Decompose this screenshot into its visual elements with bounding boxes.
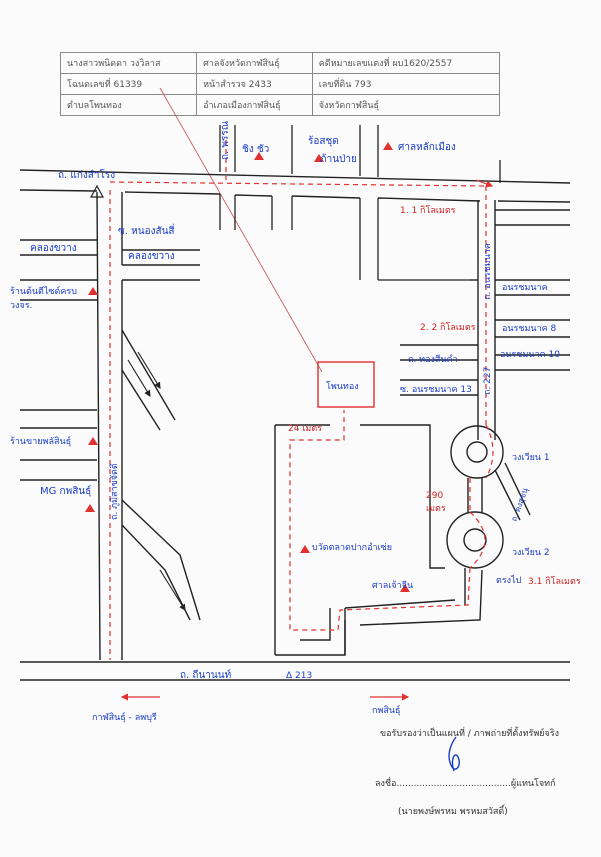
subdistrict-cell: ตำบลโพนทอง bbox=[59, 94, 198, 116]
route-arrow bbox=[475, 179, 494, 188]
label-road-227: ถ. 227 bbox=[483, 367, 493, 395]
top-side-roads bbox=[219, 125, 501, 281]
label-plot: โพนทอง bbox=[326, 381, 359, 392]
label-road-right-vertical: ถ. อนรชมนาค bbox=[483, 243, 493, 300]
label-soi-nong-san: ซ. หนองสันสี่ bbox=[118, 223, 175, 237]
label-road-bottom: ถ. ถีนานนท์ bbox=[180, 669, 231, 681]
label-shop-1b: วงจร. bbox=[10, 301, 32, 311]
label-canal-1: คลองขวาง bbox=[30, 243, 77, 254]
signature-dots: ........................................ bbox=[396, 779, 511, 789]
label-dist-4b: เมตร bbox=[426, 504, 446, 514]
label-circle-2: วงเวียน 2 bbox=[512, 547, 550, 558]
label-dist-1: 1. 1 กิโลเมตร bbox=[400, 205, 456, 216]
label-bottom-left: กาฬสินธุ์ - ลพบุรี bbox=[92, 711, 157, 723]
property-info-table: นางสาวพนิดดา วงวิลาส ศาลจังหวัดกาฬสินธุ์… bbox=[59, 52, 501, 116]
label-circle-1: วงเวียน 1 bbox=[512, 452, 550, 463]
label-r-sub-1: อนรชมนาค bbox=[502, 283, 548, 293]
label-dist-2: 2. 2 กิโลเมตร bbox=[420, 322, 476, 333]
label-soi-anon: ซ. อนรชมนาค 13 bbox=[400, 385, 472, 395]
district-cell: อำเภอเมืองกาฬสินธุ์ bbox=[196, 94, 313, 116]
roundabouts bbox=[446, 425, 531, 605]
label-checkpoint: ศาลเจ้าจีน bbox=[372, 580, 413, 591]
right-vertical-road bbox=[400, 200, 570, 440]
label-poi-top-3: ศาลหลักเมือง bbox=[398, 141, 456, 153]
certification-line: ขอรับรองว่าเป็นแผนที่ / ภาพถ่ายที่ตั้งทร… bbox=[380, 729, 560, 739]
signature-line: ลงชื่อ..................................… bbox=[375, 776, 556, 790]
label-go-to: ตรงไป bbox=[496, 575, 522, 586]
landmark-triangle bbox=[89, 184, 105, 198]
left-vertical-road bbox=[20, 191, 201, 661]
label-shop-2: ร้านขายพลัสินธุ์ bbox=[10, 435, 71, 447]
signature-prefix: ลงชื่อ bbox=[375, 779, 397, 789]
label-poi-top-2b: ภ้านป่าย bbox=[320, 153, 357, 165]
label-mg: MG กพสินธุ์ bbox=[40, 485, 91, 497]
label-road-top: ถ. แก่งสำโรง bbox=[58, 168, 115, 181]
label-r-sub-2: อนรชมนาค 8 bbox=[502, 324, 557, 334]
temple-block bbox=[274, 424, 483, 656]
label-road-bottom-no: Δ 213 bbox=[286, 671, 312, 681]
pointer-line bbox=[159, 87, 323, 373]
poi-markers bbox=[85, 142, 410, 592]
signature-mark bbox=[448, 736, 461, 772]
label-road-top-short: ถ. พรรณ bbox=[220, 121, 231, 160]
label-dist-5: 3.1 กิโลเมตร bbox=[528, 576, 581, 587]
label-road-left-vertical: ถ. ภูมิสาขจัดติ bbox=[109, 463, 120, 520]
bottom-road bbox=[20, 661, 570, 681]
label-dist-4: 290 bbox=[426, 491, 443, 501]
route-path bbox=[109, 140, 494, 660]
top-road bbox=[19, 169, 571, 203]
signature-suffix: ผู้แทนโจทก์ bbox=[510, 779, 556, 789]
signer-name: (นายพงษ์พรหม พรหมสวัสดิ์) bbox=[398, 807, 508, 817]
label-r-sub-3: อนรชมนาค 10 bbox=[500, 350, 560, 360]
property-plot bbox=[317, 361, 375, 408]
label-canal-2: คลองขวาง bbox=[128, 251, 175, 262]
label-poi-top-2: ร้อสชุด bbox=[308, 135, 339, 147]
label-bottom-right: กพสินธุ์ bbox=[372, 704, 401, 716]
label-soi-sakhan: ถ. ทองสีนคำ bbox=[408, 354, 458, 365]
direction-arrows bbox=[127, 351, 186, 611]
province-cell: จังหวัดกาฬสินธุ์ bbox=[311, 94, 501, 116]
label-dist-3: 24 เมตร bbox=[288, 424, 322, 434]
label-temple: บวัดตลาดปากอำเซ่ย bbox=[312, 542, 392, 553]
label-shop-1: ร้านต้นตีไซด์ครบ bbox=[10, 285, 77, 297]
label-poi-top-1: ชิง ชัว bbox=[242, 144, 269, 155]
